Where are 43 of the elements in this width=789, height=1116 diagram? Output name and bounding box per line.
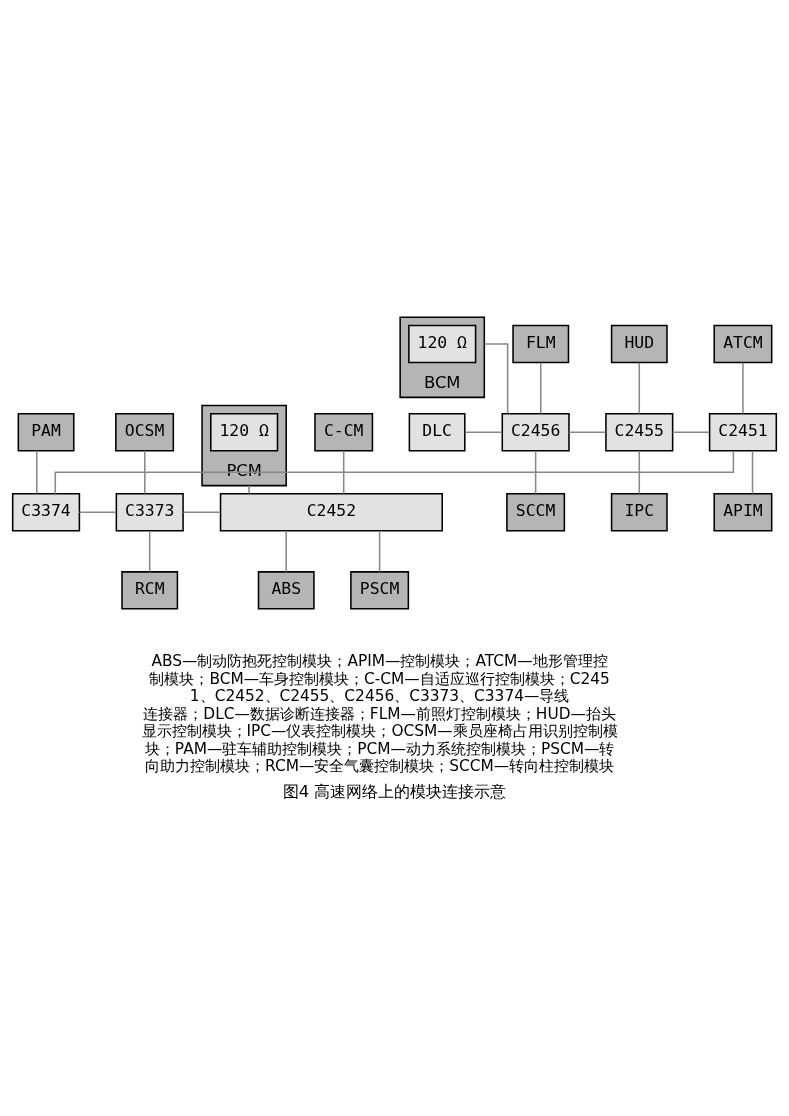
- connector: [285, 530, 287, 573]
- node-box: ABS: [257, 571, 315, 610]
- node-box: ATCM: [713, 324, 773, 364]
- node-box: C2451: [708, 413, 778, 452]
- label: ABS—制动防抱死控制模块；APIM—控制模块；ATCM—地形管理控制模块；BCM—车身控制模块；C-CM—自适应巡行控制模块；C2451、C2452、C2455、C2456、C3373、C3374—导线连接器；DLC—数据诊断连接器；FLM—前照灯控制模块；HUD—抬头显示控制模块；IPC—仪表控制模块；OCSM—乘员座椅占用识别控制模块；PAM—驻车辅助控制模块；PCM—动力系统控制模块；PSCM—转向助力控制模块；RCM—安全气囊控制模块；SCCM—转向柱控制模块: [141, 652, 618, 775]
- connector: [742, 361, 744, 415]
- node-box: C3373: [115, 493, 184, 532]
- node-box: APIM: [713, 493, 773, 532]
- node-box: DLC: [408, 413, 466, 452]
- connector: [54, 450, 735, 495]
- node-box: PSCM: [350, 571, 410, 610]
- node-box: 120 Ω: [210, 413, 279, 452]
- node-box: IPC: [610, 493, 668, 532]
- connector: [148, 530, 151, 573]
- connector: [483, 343, 509, 415]
- node-box: C-CM: [314, 413, 374, 452]
- node-box: SCCM: [506, 493, 566, 532]
- connector: [182, 511, 222, 514]
- connector: [248, 484, 250, 495]
- node-box: HUD: [610, 324, 668, 364]
- connector: [540, 361, 542, 415]
- caption: 图4 高速网络上的模块连接示意: [282, 782, 507, 802]
- connector: [534, 450, 537, 495]
- node-box: FLM: [512, 324, 570, 364]
- node-box: C3374: [11, 493, 81, 532]
- node-box: 120 Ω: [408, 324, 477, 364]
- connector: [144, 450, 146, 495]
- node-box: C2455: [605, 413, 674, 452]
- connector: [342, 450, 345, 495]
- connector: [378, 530, 381, 573]
- node-box: OCSM: [115, 413, 175, 452]
- node-box: C2452: [219, 493, 443, 532]
- node-box: PAM: [17, 413, 75, 452]
- connector: [36, 450, 38, 495]
- node-box: RCM: [121, 571, 179, 610]
- connector: [568, 431, 607, 434]
- connector: [464, 431, 503, 434]
- connector: [78, 511, 117, 514]
- connector: [671, 431, 711, 434]
- connector: [638, 450, 641, 495]
- node-box: C2456: [501, 413, 570, 452]
- connector: [638, 361, 641, 415]
- connector: [751, 450, 754, 495]
